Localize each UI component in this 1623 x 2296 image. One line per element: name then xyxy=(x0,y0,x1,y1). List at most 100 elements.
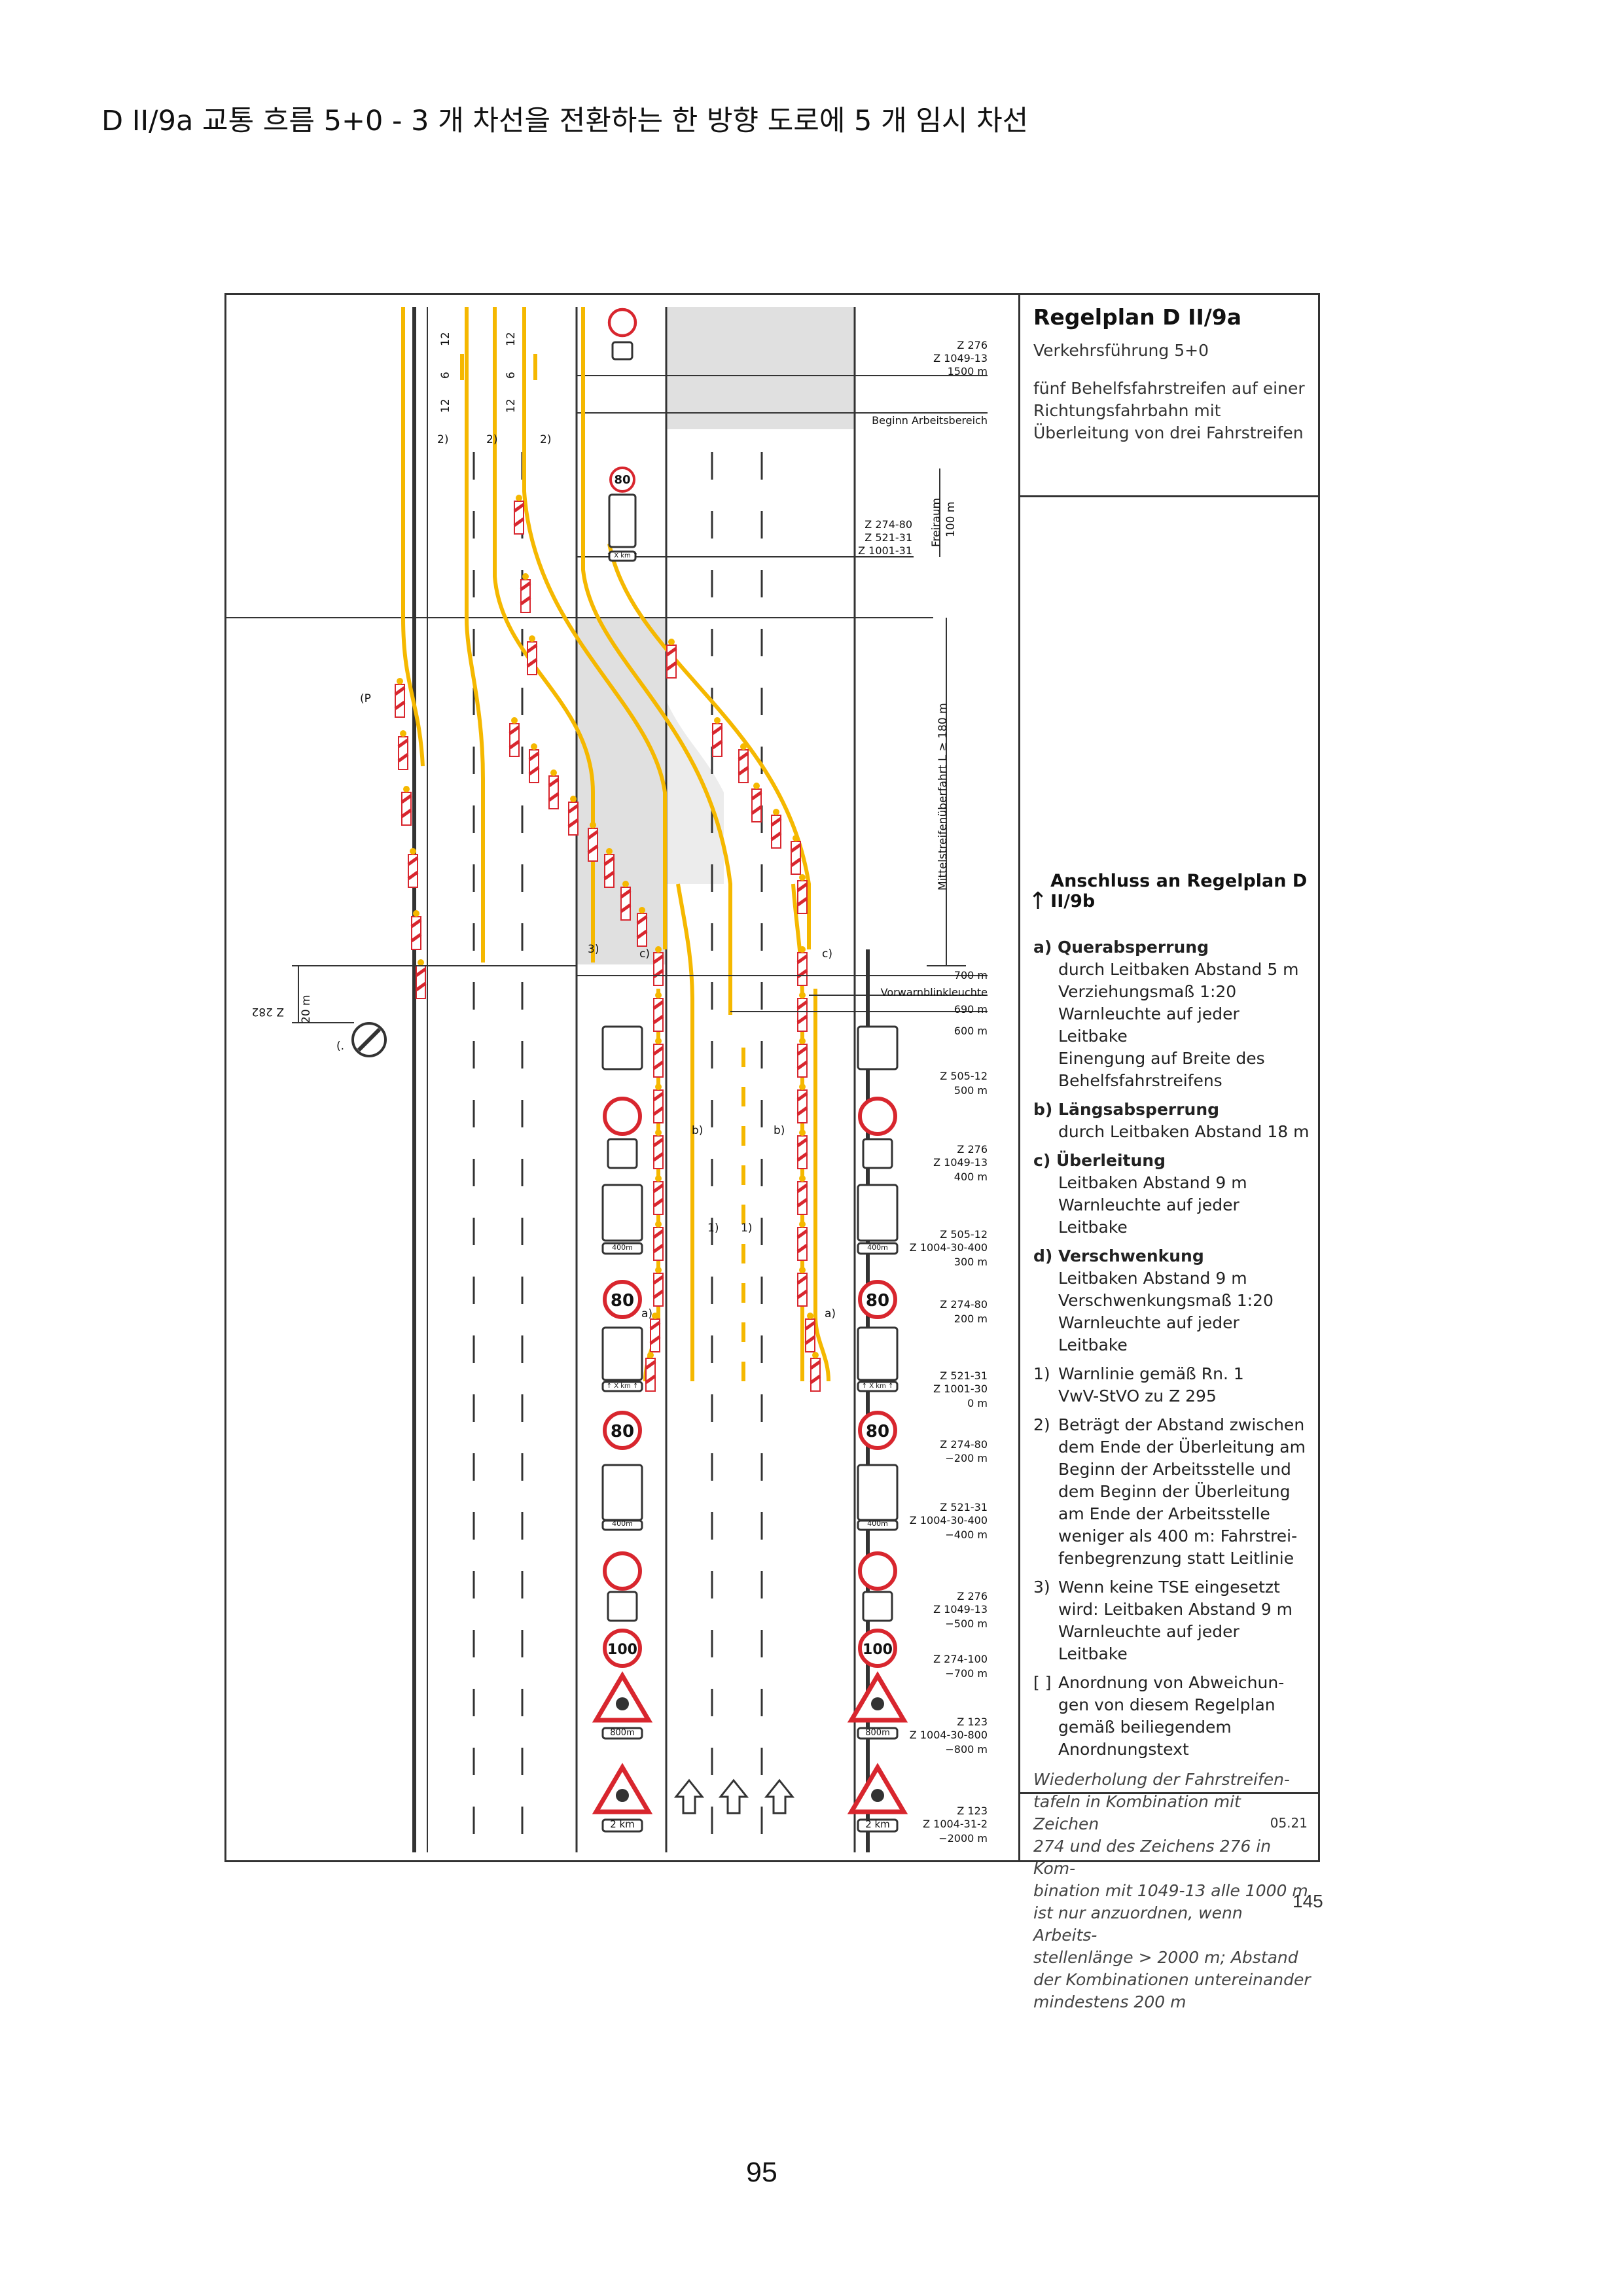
guide-beacon-stripe xyxy=(513,503,525,513)
pavement-arrow-up-icon xyxy=(673,1778,705,1814)
guide-beacon-stripe xyxy=(528,766,540,776)
warning-light xyxy=(522,573,529,580)
label-vorwarnblinkleuchte: Vorwarnblinkleuchte xyxy=(881,986,988,998)
guide-beacon-stripe xyxy=(652,1046,664,1056)
distance-plate-top xyxy=(608,550,637,562)
warning-light xyxy=(590,822,596,828)
distance-plate-2km-right xyxy=(857,1818,899,1833)
plan-description: fünf Behelfsfahrstreifen auf einer Richt… xyxy=(1033,379,1305,442)
warning-light xyxy=(799,992,806,998)
temporary-lane-line xyxy=(607,543,811,949)
label-1-right: 1) xyxy=(741,1222,752,1235)
guide-beacon-stripe xyxy=(652,1197,664,1208)
sign-xkm-text-2: ↑ X km ↑ xyxy=(862,1383,894,1390)
no-overtaking-sign-2-right xyxy=(858,1551,897,1591)
sign-400m-text-1: 400m xyxy=(612,1243,633,1252)
plan-name: Regelplan D II/9a xyxy=(1033,304,1242,330)
label-minus-800m: −800 m xyxy=(945,1743,988,1756)
guide-beacon-stripe xyxy=(796,1197,808,1208)
legend-divider xyxy=(1020,495,1318,497)
sign-100-text-1: 100 xyxy=(607,1642,637,1658)
warning-light xyxy=(714,717,721,724)
label-z274-100: Z 274-100 xyxy=(933,1653,988,1665)
guide-beacon-stripe xyxy=(652,1152,664,1162)
legend-item-title: d) Verschwenkung xyxy=(1033,1246,1204,1265)
guide-beacon-stripe xyxy=(401,808,412,819)
distance-plate-400-2-left xyxy=(601,1519,643,1531)
lane-board-top xyxy=(608,493,637,548)
lane-change-board-left xyxy=(601,1025,643,1070)
guide-beacon-stripe xyxy=(508,739,520,750)
label-z274-80-b: Z 274-80 xyxy=(940,1298,988,1311)
label-z123-b: Z 123 xyxy=(957,1805,988,1817)
guide-beacon-stripe xyxy=(649,1320,661,1331)
page-number: 95 xyxy=(746,2157,777,2188)
truck-additional-sign-left xyxy=(607,1138,638,1169)
guide-beacon-stripe xyxy=(652,1289,664,1299)
work-zone-top xyxy=(666,307,855,429)
label-z1004-800: Z 1004-30-800 xyxy=(910,1729,988,1741)
lane-board-left xyxy=(601,1326,643,1381)
guide-beacon-stripe xyxy=(415,967,427,978)
label-z276-b: Z 276 xyxy=(957,1143,988,1156)
label-z123-a: Z 123 xyxy=(957,1716,988,1728)
guide-beacon-stripe xyxy=(401,794,412,804)
legend-item-title: c) Überleitung xyxy=(1033,1151,1166,1170)
guide-beacon-stripe xyxy=(796,1060,808,1070)
warning-light xyxy=(655,1221,662,1227)
label-6-b: 6 xyxy=(505,372,518,379)
label-c-right: c) xyxy=(822,947,832,961)
label-z1049-b: Z 1049-13 xyxy=(933,1156,988,1169)
guide-beacon-stripe xyxy=(652,1275,664,1285)
truck-additional-sign-right xyxy=(862,1138,893,1169)
legend-item: a) Querabsperrung durch Leitbaken Abstan… xyxy=(1033,936,1311,1092)
warning-light xyxy=(807,1313,813,1319)
guide-beacon-stripe xyxy=(397,752,409,763)
warning-light xyxy=(655,1129,662,1136)
warning-light xyxy=(570,796,577,802)
speed-100-sign-right xyxy=(858,1629,897,1668)
guide-beacon-stripe xyxy=(410,918,422,928)
label-12-d: 12 xyxy=(505,398,518,413)
guide-beacon-stripe xyxy=(796,954,808,964)
guide-beacon-stripe xyxy=(652,1106,664,1116)
speed-80-sign-right xyxy=(858,1280,897,1319)
no-overtaking-sign-2-left xyxy=(603,1551,642,1591)
guide-beacon-stripe xyxy=(652,1000,664,1010)
warning-light xyxy=(531,743,537,750)
guide-beacon-stripe xyxy=(751,790,762,801)
guide-beacon-stripe xyxy=(410,932,422,943)
label-note-2-c: 2) xyxy=(540,433,551,446)
warning-light xyxy=(655,1267,662,1273)
label-minus-2000m: −2000 m xyxy=(938,1832,988,1845)
guide-beacon-stripe xyxy=(528,751,540,762)
sign-80-text-4: 80 xyxy=(866,1422,889,1441)
label-note-3: 3) xyxy=(588,943,599,956)
warning-light xyxy=(799,1038,806,1044)
label-z505-b: Z 505-12 xyxy=(940,1228,988,1241)
warning-light xyxy=(400,730,406,737)
distance-plate-400-2-right xyxy=(857,1519,899,1531)
guide-beacon-stripe xyxy=(666,661,677,671)
guide-beacon-stripe xyxy=(649,1335,661,1345)
guide-beacon-stripe xyxy=(796,1137,808,1148)
sign-80-text-top: 80 xyxy=(614,473,630,487)
work-zone-swerve xyxy=(666,618,724,884)
label-minus-400m: −400 m xyxy=(945,1528,988,1541)
lane-change-board-right xyxy=(857,1025,899,1070)
guide-beacon-stripe xyxy=(394,686,406,696)
warning-light xyxy=(799,1267,806,1273)
guide-beacon-stripe xyxy=(407,870,419,881)
label-z1049-c: Z 1049-13 xyxy=(933,1603,988,1616)
warning-light xyxy=(799,874,806,881)
guide-beacon-stripe xyxy=(770,831,782,841)
label-note-2-a: 2) xyxy=(437,433,448,446)
sign-2km-text-2: 2 km xyxy=(865,1818,890,1830)
label-p: (P xyxy=(360,692,371,705)
speed-80-sign-left xyxy=(603,1280,642,1319)
legend-item-body: Leitbaken Abstand 9 m Warnleuchte auf je… xyxy=(1058,1173,1247,1237)
warning-light xyxy=(655,992,662,998)
label-minus-200m: −200 m xyxy=(945,1452,988,1464)
sign-80-text-3: 80 xyxy=(611,1422,634,1441)
label-paren: (. xyxy=(336,1040,344,1053)
